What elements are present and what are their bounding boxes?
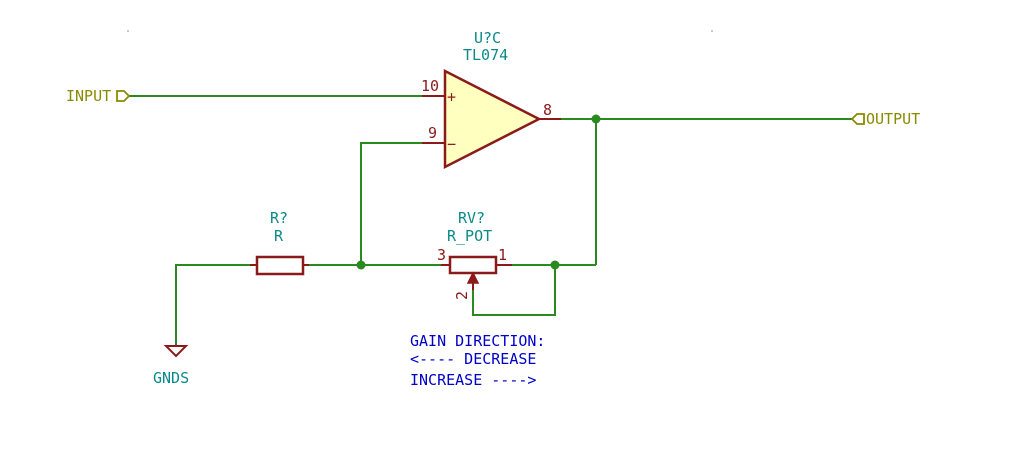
wiper-loop-wire <box>472 265 556 316</box>
opamp-pin-plus-number: 10 <box>421 77 439 95</box>
resistor-reference: R? <box>270 209 288 227</box>
wires <box>128 95 852 346</box>
resistor[interactable]: R? R <box>250 209 309 276</box>
opamp-pin-minus-number: 9 <box>428 124 437 142</box>
opamp-triangle <box>443 68 542 170</box>
ground-symbol[interactable]: GNDS <box>153 345 189 387</box>
opamp-pin-out-number: 8 <box>543 101 552 119</box>
input-port-flag <box>116 90 131 102</box>
pot-pin2-number: 2 <box>453 291 471 300</box>
pot-body <box>448 255 498 275</box>
note-line-1: GAIN DIRECTION: <box>410 332 545 350</box>
pot-value: R_POT <box>447 227 492 245</box>
junction-dot <box>356 260 366 270</box>
gain-direction-note: GAIN DIRECTION: <---- DECREASE INCREASE … <box>410 332 545 389</box>
ground-wire <box>175 264 250 346</box>
resistor-body <box>255 255 305 276</box>
input-label-text: INPUT <box>66 87 111 105</box>
pot-pin1-number: 1 <box>498 246 507 264</box>
opamp-plus-sign: + <box>447 88 456 106</box>
stray-dot <box>711 30 713 32</box>
pot-wiper-arrow <box>466 271 480 284</box>
opamp-minus-sign: − <box>447 135 456 153</box>
junction-dot <box>550 260 560 270</box>
note-line-3: INCREASE ----> <box>410 371 536 389</box>
output-label-text: OUTPUT <box>866 110 920 128</box>
potentiometer[interactable]: 3 1 2 RV? R_POT <box>437 209 512 300</box>
output-port-flag <box>850 113 865 125</box>
ground-triangle <box>163 345 189 358</box>
opamp-reference: U?C <box>474 29 501 47</box>
opamp[interactable]: + − 10 9 8 U?C TL074 <box>421 29 561 170</box>
inverting-input-wire <box>360 142 422 265</box>
input-net-label[interactable]: INPUT <box>66 87 131 105</box>
stray-dot <box>127 30 129 32</box>
resistor-value: R <box>274 227 284 245</box>
pot-pin3-number: 3 <box>437 246 446 264</box>
opamp-value: TL074 <box>463 46 508 64</box>
pot-reference: RV? <box>458 209 485 227</box>
junction-dot <box>591 114 601 124</box>
ground-label: GNDS <box>153 369 189 387</box>
output-net-label[interactable]: OUTPUT <box>850 110 920 128</box>
note-line-2: <---- DECREASE <box>410 350 536 368</box>
